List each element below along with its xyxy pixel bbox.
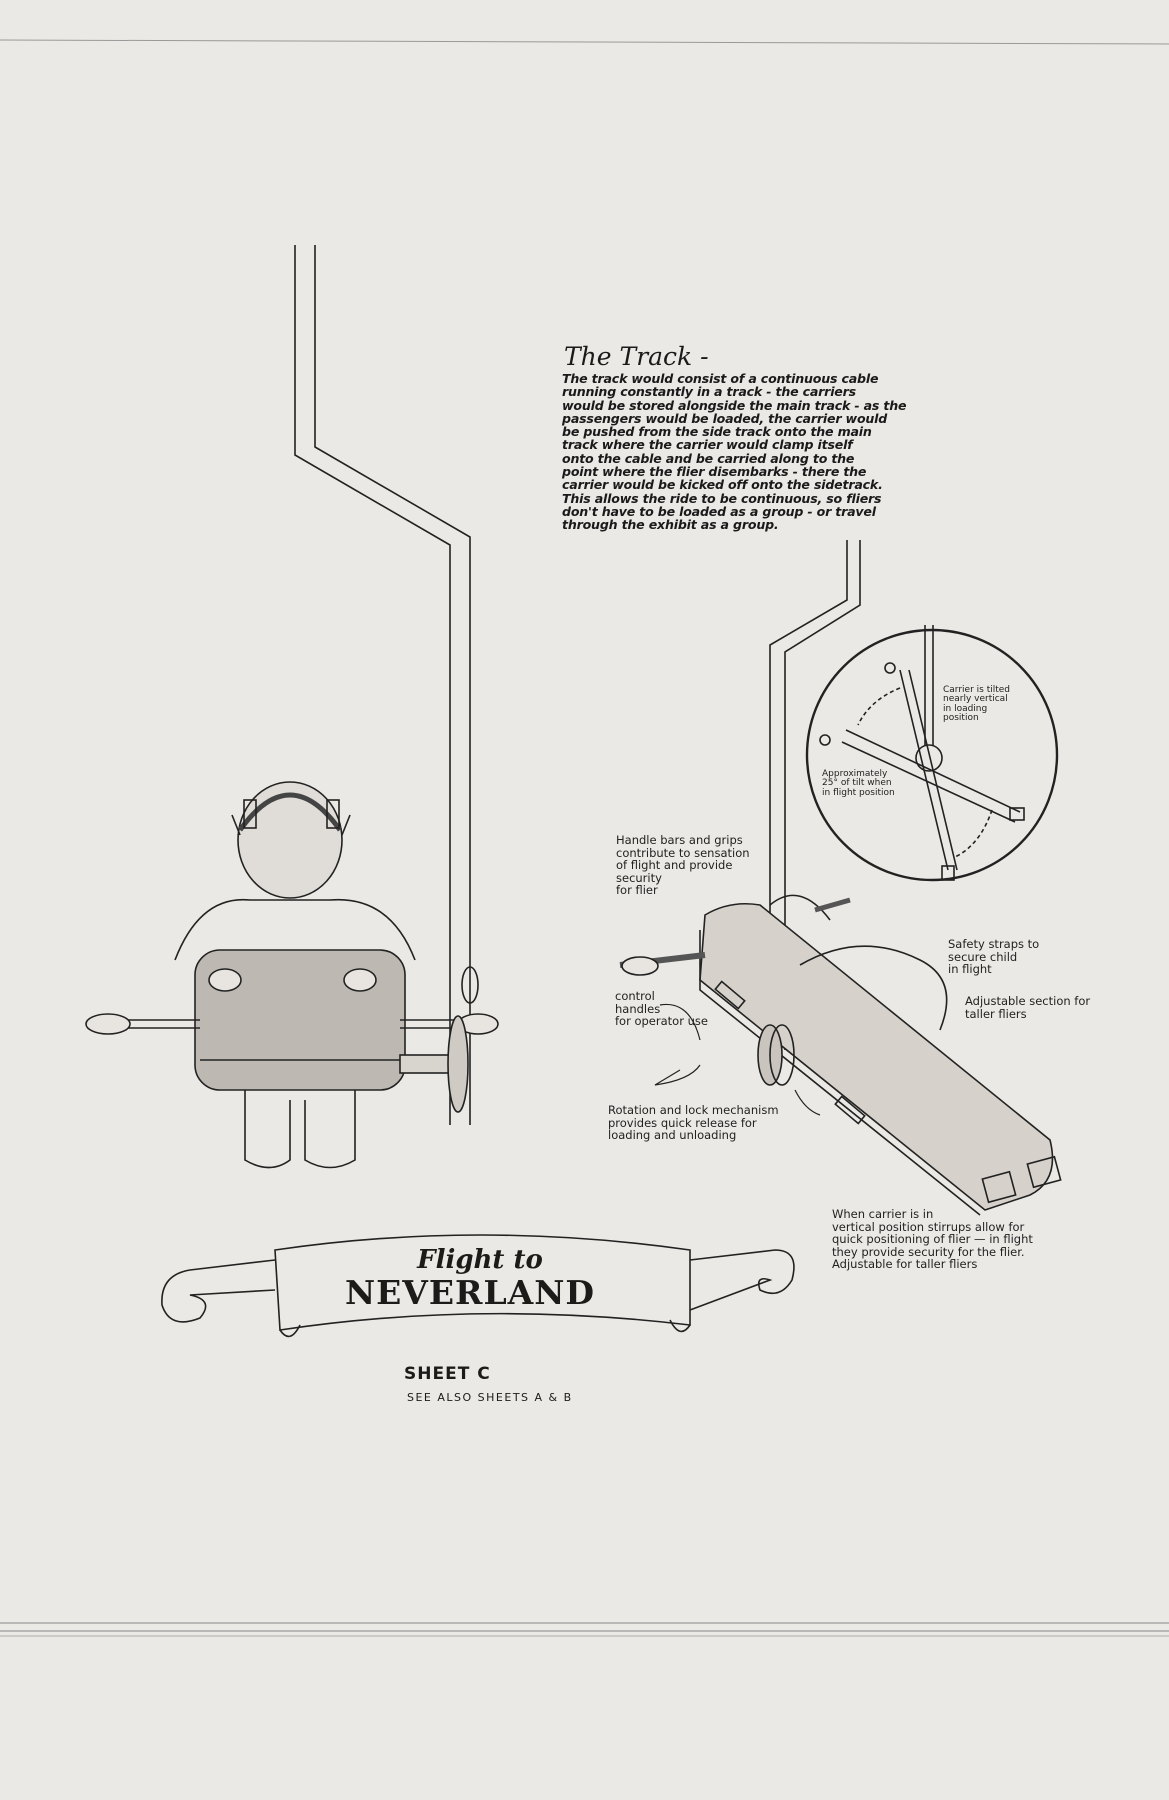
tilt-diagram-circle	[805, 625, 1059, 882]
flight-position-label: Approximately 25° of tilt when in flight…	[822, 769, 895, 798]
adjustable-section-label: Adjustable section for taller fliers	[965, 994, 1091, 1021]
loading-position-label: Carrier is tilted nearly vertical in loa…	[943, 685, 1010, 724]
carrier-illustration	[619, 894, 1062, 1216]
track-description: The track would consist of a continuous …	[562, 371, 907, 533]
title-banner-scroll	[161, 1234, 795, 1338]
safety-straps-label: Safety straps to secure child in flight	[948, 937, 1040, 976]
sheet-label: SHEET C	[404, 1364, 491, 1384]
control-handles-label: control handles for operator use	[615, 989, 708, 1028]
see-also-note: SEE ALSO SHEETS A & B	[407, 1391, 573, 1404]
banner-flight-to: Flight to	[417, 1245, 543, 1275]
handle-bars-label: Handle bars and grips contribute to sens…	[616, 833, 750, 897]
rotation-lock-label: Rotation and lock mechanism provides qui…	[608, 1103, 779, 1142]
track-heading: The Track -	[564, 342, 709, 371]
left-support-pole	[294, 245, 471, 1125]
child-flier-illustration	[85, 781, 499, 1169]
top-rule	[0, 39, 1169, 45]
banner-neverland: NEVERLAND	[344, 1273, 596, 1312]
right-support-pole	[769, 540, 861, 1050]
stirrups-label: When carrier is in vertical position sti…	[832, 1207, 1033, 1271]
